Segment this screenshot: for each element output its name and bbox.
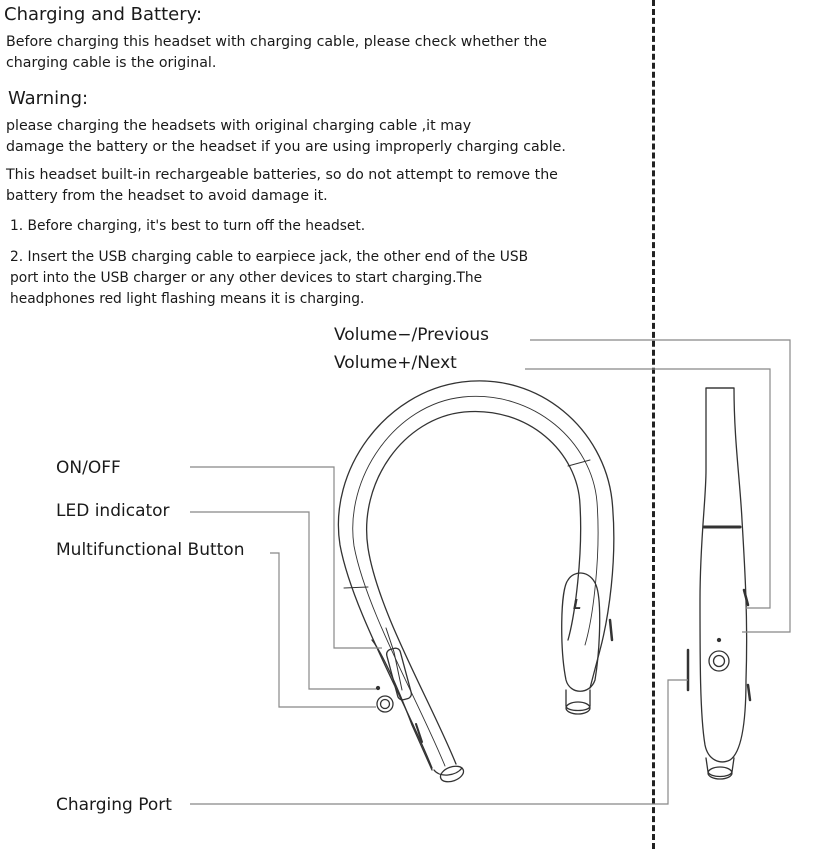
step-2-line-3: headphones red light flashing means it i… [10,291,365,307]
section-heading: Charging and Battery: [4,4,203,25]
label-on-off: ON/OFF [56,458,121,478]
warning-line-2: damage the battery or the headset if you… [6,139,566,155]
left-earpiece-mark: L [573,598,581,613]
step-1: 1. Before charging, it's best to turn of… [10,218,366,234]
label-volume-plus: Volume+/Next [334,353,457,373]
label-volume-minus: Volume−/Previous [334,325,490,345]
intro-line-1: Before charging this headset with chargi… [6,34,548,50]
dashed-divider [652,0,655,849]
battery-line-2: battery from the headset to avoid damage… [6,188,328,204]
label-charging-port: Charging Port [56,795,172,815]
leader-lines [190,339,791,805]
label-led-indicator: LED indicator [56,501,170,521]
warning-title: Warning: [8,88,89,109]
warning-line-1: please charging the headsets with origin… [6,118,472,134]
label-multifunctional-button: Multifunctional Button [56,540,245,560]
intro-line-2: charging cable is the original. [6,55,217,71]
step-2-line-2: port into the USB charger or any other d… [10,270,483,286]
neckband-front-view [337,380,615,783]
battery-line-1: This headset built-in rechargeable batte… [6,167,558,183]
neckband-side-view [686,387,752,780]
step-2-line-1: 2. Insert the USB charging cable to earp… [10,249,529,265]
